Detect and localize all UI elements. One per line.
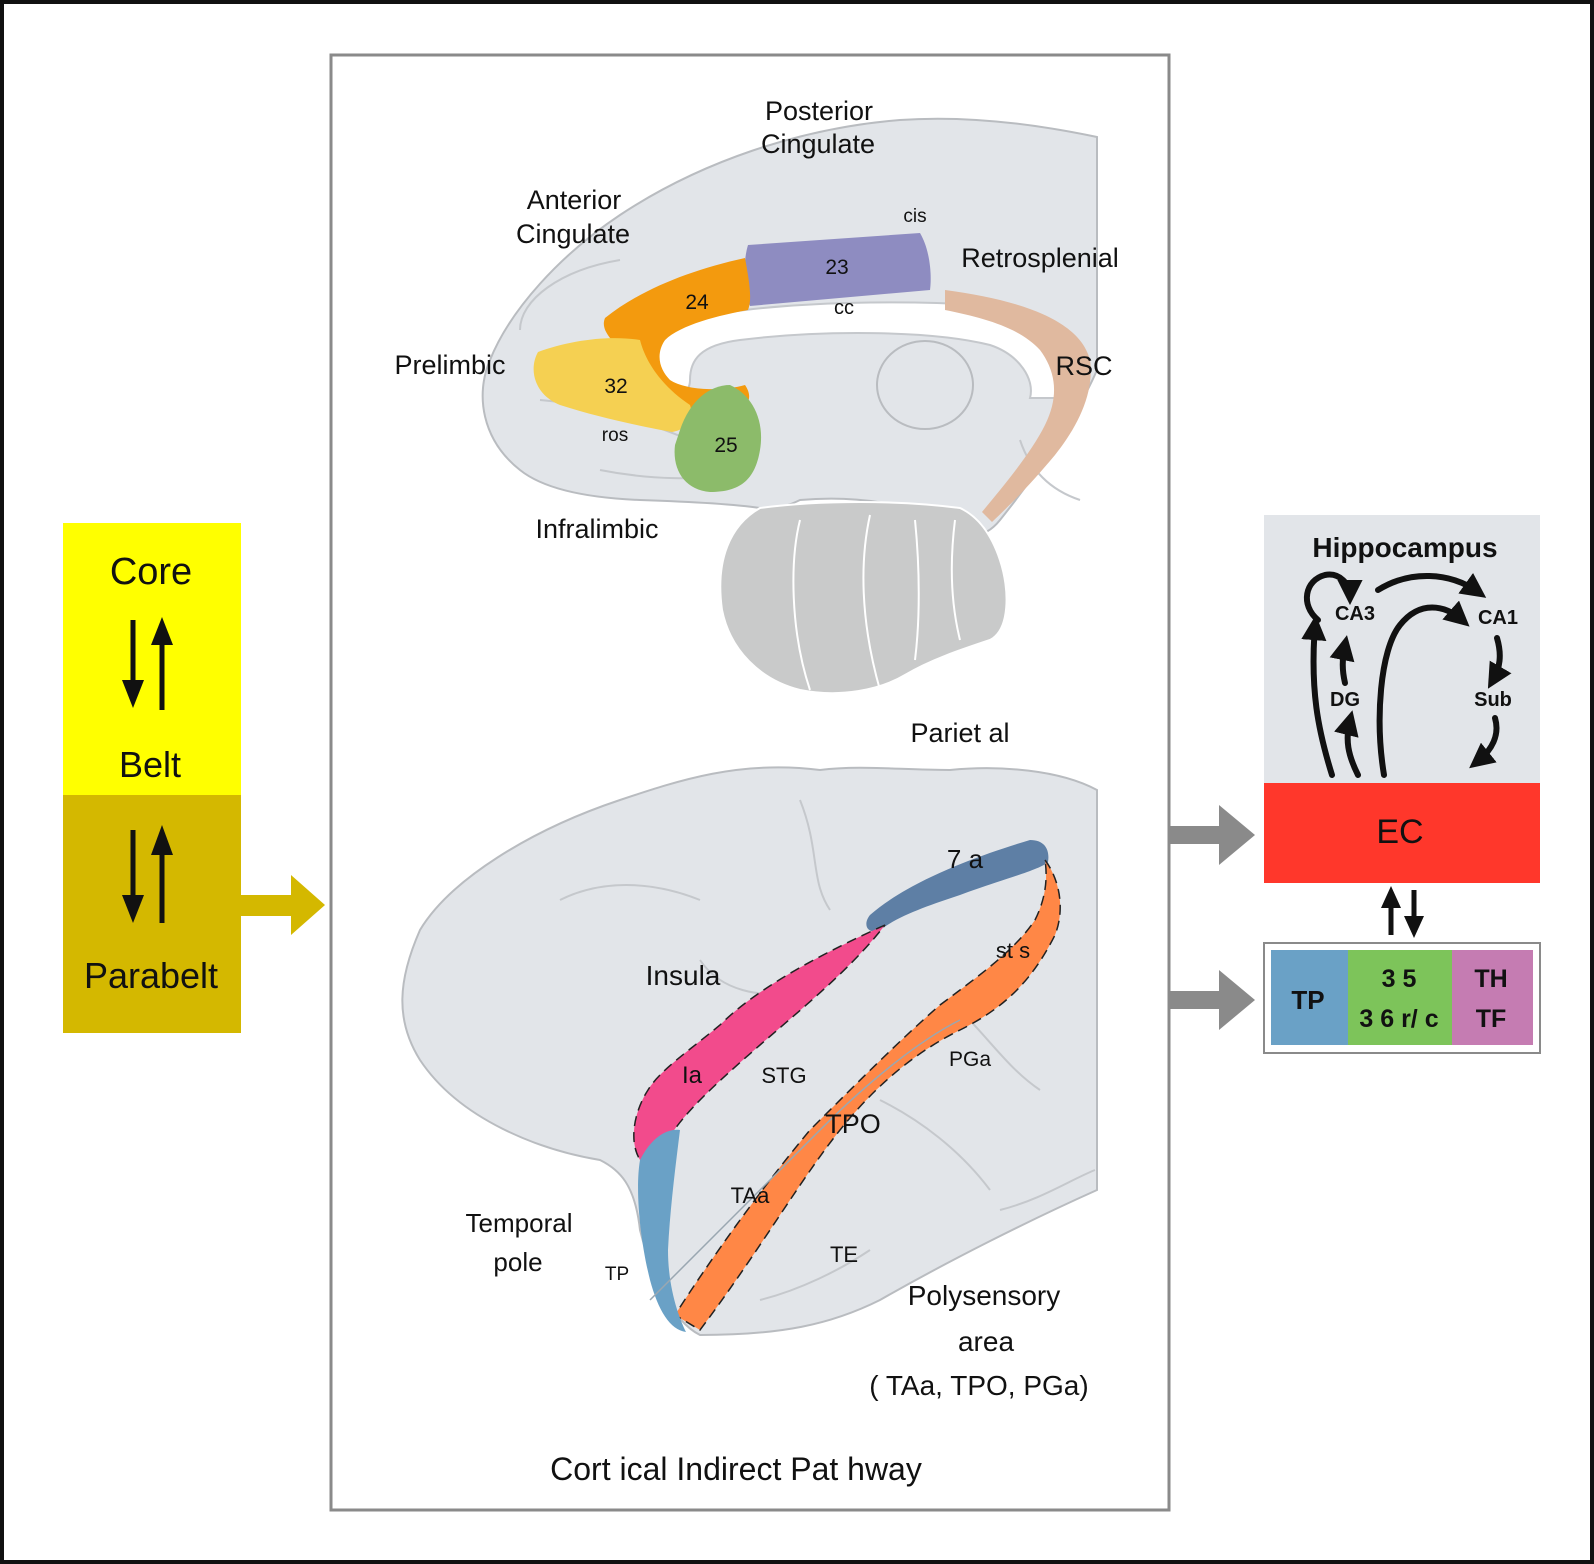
hippocampus-panel: Hippocampus CA3 CA1 DG Sub EC TP 3	[1263, 515, 1541, 1054]
medial-brain: Posterior Cingulate Anterior Cingulate R…	[394, 96, 1119, 695]
polysensory-label-2: area	[958, 1326, 1014, 1357]
parabelt-box	[63, 795, 241, 1033]
area-7a	[866, 840, 1049, 932]
tpo-label: TPO	[825, 1109, 881, 1139]
parabelt-to-cortex-arrow	[241, 875, 325, 935]
cis-label: cis	[903, 206, 926, 227]
gray-arrows	[1169, 805, 1255, 1030]
lateral-brain: Pariet al Insula Temporal pole Polysenso…	[401, 718, 1098, 1401]
anterior-cingulate-label-2: Cingulate	[516, 219, 630, 249]
temporal-pole-label-2: pole	[493, 1247, 542, 1277]
ca1-label: CA1	[1478, 607, 1518, 629]
temporal-pole-label-1: Temporal	[466, 1208, 573, 1238]
taa-label: TAa	[731, 1183, 770, 1208]
polysensory-label-3: ( TAa, TPO, PGa)	[869, 1370, 1088, 1401]
pga-label: PGa	[949, 1048, 991, 1071]
core-label: Core	[110, 551, 192, 593]
infralimbic-label: Infralimbic	[535, 514, 658, 544]
panel-caption: Cort ical Indirect Pat hway	[550, 1451, 922, 1487]
cc-label: cc	[834, 297, 854, 319]
anterior-cingulate-label-1: Anterior	[527, 185, 622, 215]
area-36-label: 3 6 r/ c	[1359, 1005, 1438, 1033]
ec-parahippocampal-double-arrow	[1381, 886, 1424, 938]
area-35-36-box	[1348, 950, 1452, 1045]
sts-label: st s	[996, 938, 1030, 963]
tp-small-label: TP	[605, 1264, 629, 1285]
area-25	[674, 385, 762, 492]
retrosplenial-label: Retrosplenial	[961, 243, 1119, 273]
tf-label: TF	[1476, 1005, 1507, 1033]
parabelt-label: Parabelt	[84, 955, 218, 996]
thalamus	[876, 340, 974, 430]
prelimbic-label: Prelimbic	[394, 350, 505, 380]
area-32-label: 32	[604, 375, 627, 398]
ros-label: ros	[602, 425, 628, 446]
area-35-label: 3 5	[1382, 965, 1417, 993]
area-rsc	[945, 290, 1091, 522]
ca3-label: CA3	[1335, 603, 1375, 625]
area-32	[533, 338, 692, 432]
polysensory-area	[673, 859, 1061, 1331]
ia-label: Ia	[682, 1062, 703, 1089]
arrow-to-parahippocampal	[1169, 991, 1221, 1009]
temporal-pole-area	[638, 1129, 686, 1332]
belt-label: Belt	[119, 744, 181, 785]
stg-label: STG	[761, 1063, 806, 1088]
area-23-label: 23	[825, 256, 848, 279]
polysensory-label-1: Polysensory	[908, 1280, 1061, 1311]
th-tf-box	[1452, 950, 1533, 1045]
auditory-panel: Core Belt Parabelt	[63, 523, 325, 1033]
dg-label: DG	[1330, 689, 1360, 711]
core-belt-double-arrow	[122, 617, 173, 710]
belt-parabelt-double-arrow	[122, 825, 173, 923]
tp-box	[1271, 950, 1348, 1045]
posterior-cingulate-label-2: Cingulate	[761, 129, 875, 159]
ec-box	[1264, 783, 1540, 883]
hippocampus-title: Hippocampus	[1312, 532, 1497, 563]
core-belt-box	[63, 523, 241, 795]
te-label: TE	[830, 1242, 858, 1267]
arrow-to-ec	[1169, 826, 1221, 844]
rsc-label: RSC	[1055, 351, 1112, 381]
area-25-label: 25	[714, 434, 737, 457]
area-23	[744, 233, 931, 306]
posterior-cingulate-label-1: Posterior	[765, 96, 873, 126]
sub-label: Sub	[1474, 689, 1512, 711]
area-7a-label: 7 a	[947, 844, 984, 874]
ec-label: EC	[1376, 813, 1423, 851]
area-24-label: 24	[685, 291, 709, 314]
insula-area	[633, 924, 886, 1162]
insula-label: Insula	[646, 960, 721, 991]
parietal-label: Pariet al	[910, 718, 1009, 748]
tp-box-label: TP	[1291, 985, 1324, 1015]
th-label: TH	[1474, 965, 1507, 993]
hippocampal-circuit-arrows	[1301, 571, 1512, 778]
